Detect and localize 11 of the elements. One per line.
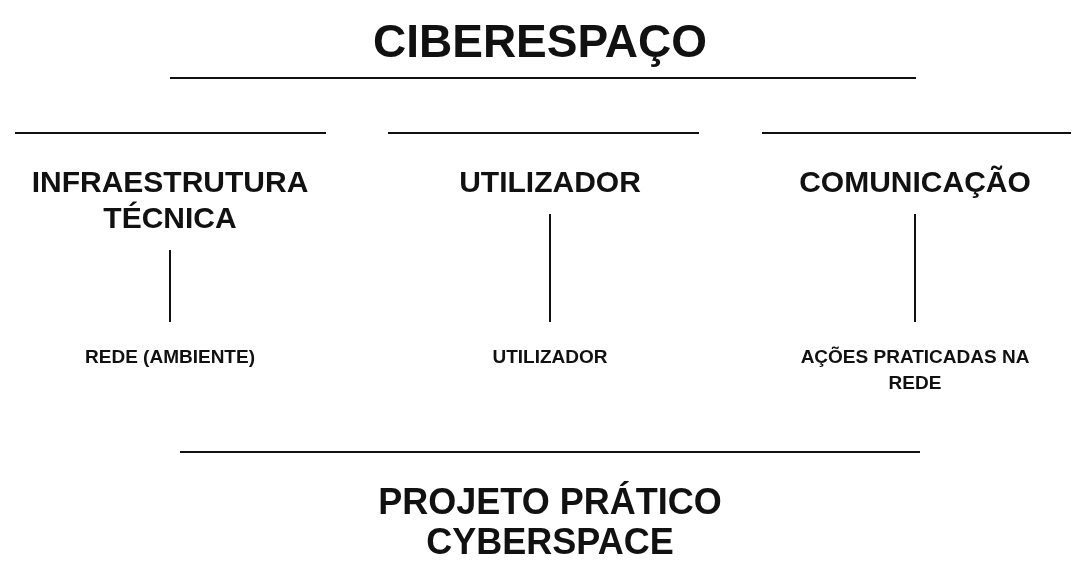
category-heading: UTILIZADOR (380, 164, 720, 214)
category-heading: COMUNICAÇÃO (745, 164, 1083, 214)
connector-line (549, 213, 551, 323)
category-heading: INFRAESTRUTURA TÉCNICA (0, 164, 340, 250)
category-item: AÇÕES PRATICADAS NA REDE (780, 322, 1050, 396)
connector-line (914, 213, 916, 323)
category-item: UTILIZADOR (430, 322, 670, 370)
connector-line (169, 249, 171, 323)
diagram-title: CIBERESPAÇO (372, 14, 708, 68)
diagram-caption: PROJETO PRÁTICO CYBERSPACE (377, 482, 723, 562)
category-item: REDE (AMBIENTE) (80, 322, 260, 370)
